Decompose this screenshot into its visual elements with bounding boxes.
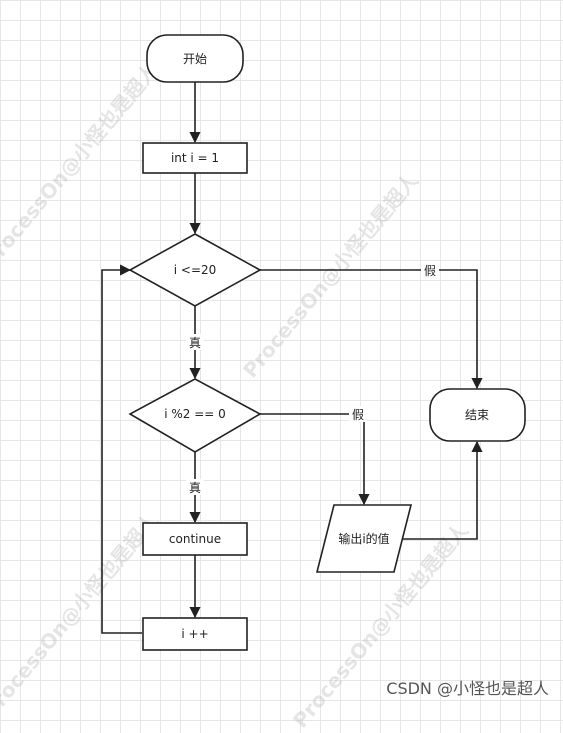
edge-increment-loopback	[101, 264, 142, 634]
continue-node	[142, 522, 248, 556]
edge-label-mod-true: 真	[189, 481, 201, 495]
loop-condition-node	[128, 233, 262, 307]
edge-label-loop-true: 真	[189, 336, 201, 350]
increment-label: i ++	[181, 627, 208, 641]
start-node	[146, 34, 244, 83]
increment-node	[142, 617, 248, 651]
flowchart: 假 真 假 真 开始 int i = 1 i <=20 i %2 == 0 co…	[101, 34, 526, 651]
loop-condition-label: i <=20	[174, 263, 217, 277]
init-node	[142, 142, 248, 174]
output-label: 输出i的值	[338, 531, 389, 546]
mod-condition-label: i %2 == 0	[164, 407, 226, 421]
edge-output-end	[400, 440, 483, 540]
edge-label-loop-false: 假	[424, 264, 436, 278]
output-node	[315, 504, 413, 573]
continue-label: continue	[169, 532, 221, 546]
edge-label-mod-false: 假	[352, 408, 364, 422]
mod-condition-node	[128, 378, 262, 453]
end-node	[429, 388, 526, 442]
edge-cond-end	[260, 269, 483, 390]
edge-mod-output	[260, 413, 370, 506]
start-label: 开始	[183, 52, 207, 66]
csdn-credit: CSDN @小怪也是超人	[386, 679, 549, 698]
init-label: int i = 1	[171, 151, 219, 165]
end-label: 结束	[465, 408, 489, 422]
